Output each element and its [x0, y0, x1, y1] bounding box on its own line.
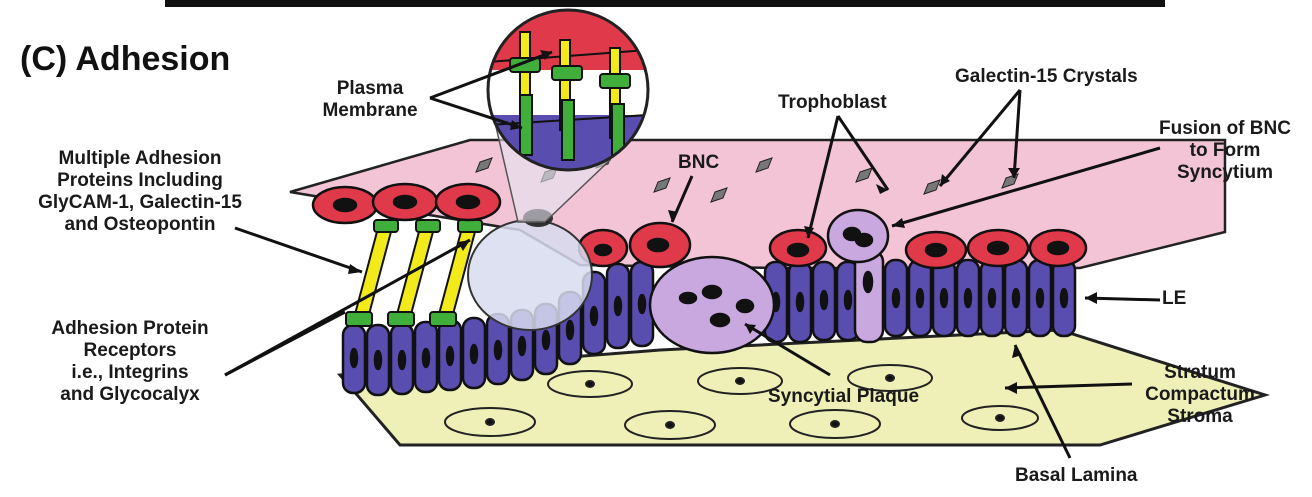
- adhesion-proteins: [346, 220, 482, 326]
- label-galectin-crystals: Galectin-15 Crystals: [955, 66, 1138, 88]
- top-bar: [165, 0, 1165, 7]
- label-fusion-bnc: Fusion of BNC to Form Syncytium: [1140, 118, 1310, 184]
- label-le: LE: [1162, 288, 1186, 310]
- label-syncytial-plaque: Syncytial Plaque: [768, 386, 919, 408]
- label-trophoblast: Trophoblast: [778, 92, 887, 114]
- label-bnc: BNC: [678, 152, 719, 174]
- label-basal-lamina: Basal Lamina: [1015, 465, 1138, 487]
- plasma-membrane-zoom: [488, 10, 648, 170]
- diagram-title: (C) Adhesion: [20, 40, 230, 78]
- label-plasma-membrane: Plasma Membrane: [310, 78, 430, 122]
- label-multiple-adhesion-proteins: Multiple Adhesion Proteins Including Gly…: [5, 148, 275, 236]
- label-stratum-compactum-stroma: Stratum Compactum Stroma: [1130, 362, 1270, 428]
- label-adhesion-protein-receptors: Adhesion Protein Receptors i.e., Integri…: [25, 318, 235, 406]
